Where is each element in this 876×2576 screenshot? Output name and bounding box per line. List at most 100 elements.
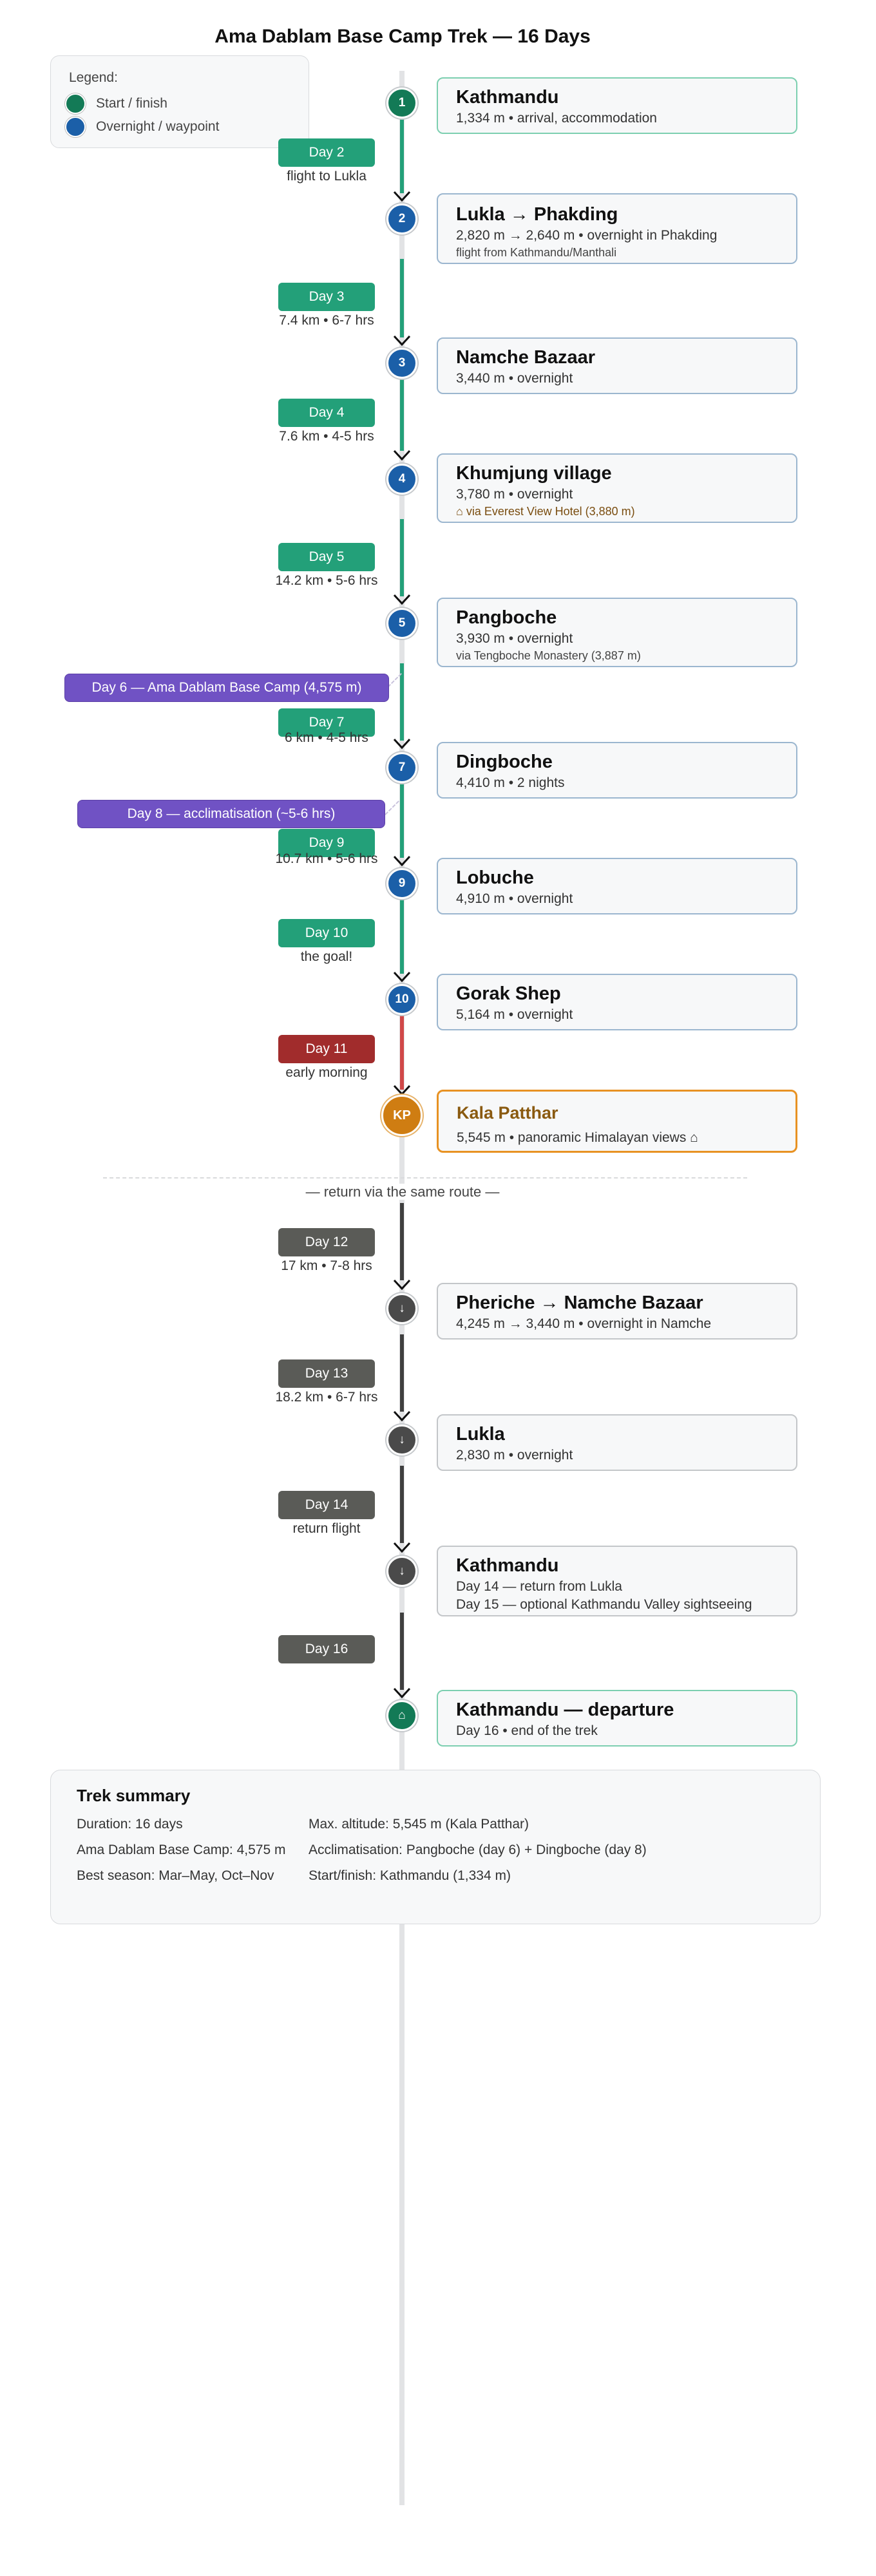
stop-card-kala-patthar: Kala Patthar 5,545 m • panoramic Himalay… [437,1090,797,1153]
arrow-down-icon [393,738,411,750]
stop-marker-10: 10 [386,984,417,1015]
stop-title: Namche Bazaar [456,347,595,368]
connector-day-9 [400,781,404,858]
arrow-down-icon [393,1687,411,1699]
stop-title: Khumjung village [456,463,612,484]
stop-details: 4,910 m • overnight [456,891,573,906]
stop-title: Pheriche → Namche Bazaar [456,1293,703,1313]
stop-marker-kala-patthar: KP [381,1095,423,1136]
stop-details: 3,780 m • overnight [456,487,573,502]
arrow-down-icon [393,450,411,461]
legend-swatch-overnight [65,117,86,137]
stop-card-kathmandu: Kathmandu 1,334 m • arrival, accommodati… [437,77,797,134]
rest-day-8: Day 8 — acclimatisation (~5-6 hrs) [77,800,385,828]
stop-details: 1,334 m • arrival, accommodation [456,111,657,126]
legend-label: Overnight / waypoint [96,119,220,134]
stop-marker-return-3: ↓ [386,1556,417,1587]
arrow-down-icon [393,594,411,605]
return-label-text: — return via the same route — [300,1184,505,1200]
return-label: — return via the same route — [0,1184,805,1200]
stop-details: 2,820 m → 2,640 m • overnight in Phakdin… [456,228,718,243]
arrow-down-icon [393,191,411,202]
stop-card-dingboche: Dingboche 4,410 m • 2 nights [437,742,797,799]
stop-details: 4,245 m → 3,440 m • overnight in Namche [456,1316,712,1331]
day-label-2: Day 2 [278,138,375,167]
stop-marker-return-2: ↓ [386,1425,417,1455]
stop-marker-3: 3 [386,348,417,379]
stop-title: Dingboche [456,752,553,772]
day-label-11: Day 11 [278,1035,375,1063]
stop-card-lukla-phakding: Lukla → Phakding 2,820 m → 2,640 m • ove… [437,193,797,264]
legend-title: Legend: [69,70,118,85]
legend-item-overnight: Overnight / waypoint [65,117,219,137]
stop-marker-7: 7 [386,752,417,783]
connector-day-12 [400,1203,404,1280]
stop-details: 2,830 m • overnight [456,1448,573,1463]
day-label-4: Day 4 [278,399,375,427]
stop-note: flight from Kathmandu/Manthali [456,246,617,259]
stop-card-khumjung: Khumjung village 3,780 m • overnight ⌂ v… [437,453,797,523]
stop-title: Lukla [456,1424,505,1444]
stop-card-gorak-shep: Gorak Shep 5,164 m • overnight [437,974,797,1030]
arrow-down-icon [393,971,411,983]
day-note-3: 7.4 km • 6-7 hrs [279,313,374,328]
stop-card-pheriche-namche: Pheriche → Namche Bazaar 4,245 m → 3,440… [437,1283,797,1340]
day-note-10: the goal! [300,949,353,964]
legend-item-start-finish: Start / finish [65,93,167,114]
return-divider [103,1177,747,1179]
summary-item: Best season: Mar–May, Oct–Nov [77,1868,274,1883]
stop-marker-2: 2 [386,204,417,234]
stop-details: 5,164 m • overnight [456,1007,573,1022]
stop-marker-finish: ⌂ [386,1700,417,1731]
arrow-down-icon [393,1279,411,1291]
stop-title: Kathmandu [456,1555,559,1576]
day-note-4: 7.6 km • 4-5 hrs [279,429,374,444]
connector-day-4 [400,376,404,451]
day-label-16: Day 16 [278,1635,375,1663]
connector-day-5 [400,519,404,596]
day-note-7: 6 km • 4-5 hrs [285,730,368,745]
day-label-13: Day 13 [278,1359,375,1388]
summary-item: Duration: 16 days [77,1817,183,1832]
connector-day-3 [400,259,404,337]
day-label-7: Day 7 [278,708,375,737]
legend-swatch-start-finish [65,93,86,114]
stop-note: via Tengboche Monastery (3,887 m) [456,649,641,662]
legend-label: Start / finish [96,96,167,111]
day-note-11: early morning [285,1065,368,1080]
day-label-3: Day 3 [278,283,375,311]
summary-item: Ama Dablam Base Camp: 4,575 m [77,1842,286,1857]
page-title: Ama Dablam Base Camp Trek — 16 Days [214,26,591,47]
stop-card-namche-bazaar: Namche Bazaar 3,440 m • overnight [437,337,797,394]
connector-day-10 [400,895,404,974]
legend: Legend: Start / finish Overnight / waypo… [50,55,309,148]
stop-marker-4: 4 [386,464,417,495]
stop-title: Kala Patthar [457,1103,558,1122]
day-note-5: 14.2 km • 5-6 hrs [275,573,378,588]
stop-details: 3,440 m • overnight [456,371,573,386]
stop-card-kathmandu-return: Kathmandu Day 14 — return from Lukla Day… [437,1546,797,1616]
stop-marker-9: 9 [386,868,417,899]
arrow-down-icon [393,335,411,346]
stop-details: 4,410 m • 2 nights [456,775,565,790]
day-label-14: Day 14 [278,1491,375,1519]
stop-marker-1: 1 [386,88,417,118]
trek-summary: Trek summary Duration: 16 days Max. alti… [50,1770,821,1924]
stop-note: ⌂ via Everest View Hotel (3,880 m) [456,505,635,518]
stop-details-2: Day 15 — optional Kathmandu Valley sight… [456,1597,752,1612]
stop-title: Kathmandu [456,87,559,108]
rest-day-connector [385,800,399,815]
stop-card-kathmandu-departure: Kathmandu — departure Day 16 • end of th… [437,1690,797,1747]
stop-title: Gorak Shep [456,983,561,1004]
day-note-12: 17 km • 7-8 hrs [281,1258,372,1273]
connector-day-7 [400,663,404,741]
stop-marker-5: 5 [386,608,417,639]
stop-card-lobuche: Lobuche 4,910 m • overnight [437,858,797,914]
stop-details: 3,930 m • overnight [456,631,573,646]
connector-day-2 [400,118,404,193]
day-note-13: 18.2 km • 6-7 hrs [275,1390,378,1405]
stop-title: Kathmandu — departure [456,1700,674,1720]
arrow-down-icon [393,1410,411,1422]
connector-day-13 [400,1334,404,1412]
day-note-14: return flight [292,1521,361,1536]
